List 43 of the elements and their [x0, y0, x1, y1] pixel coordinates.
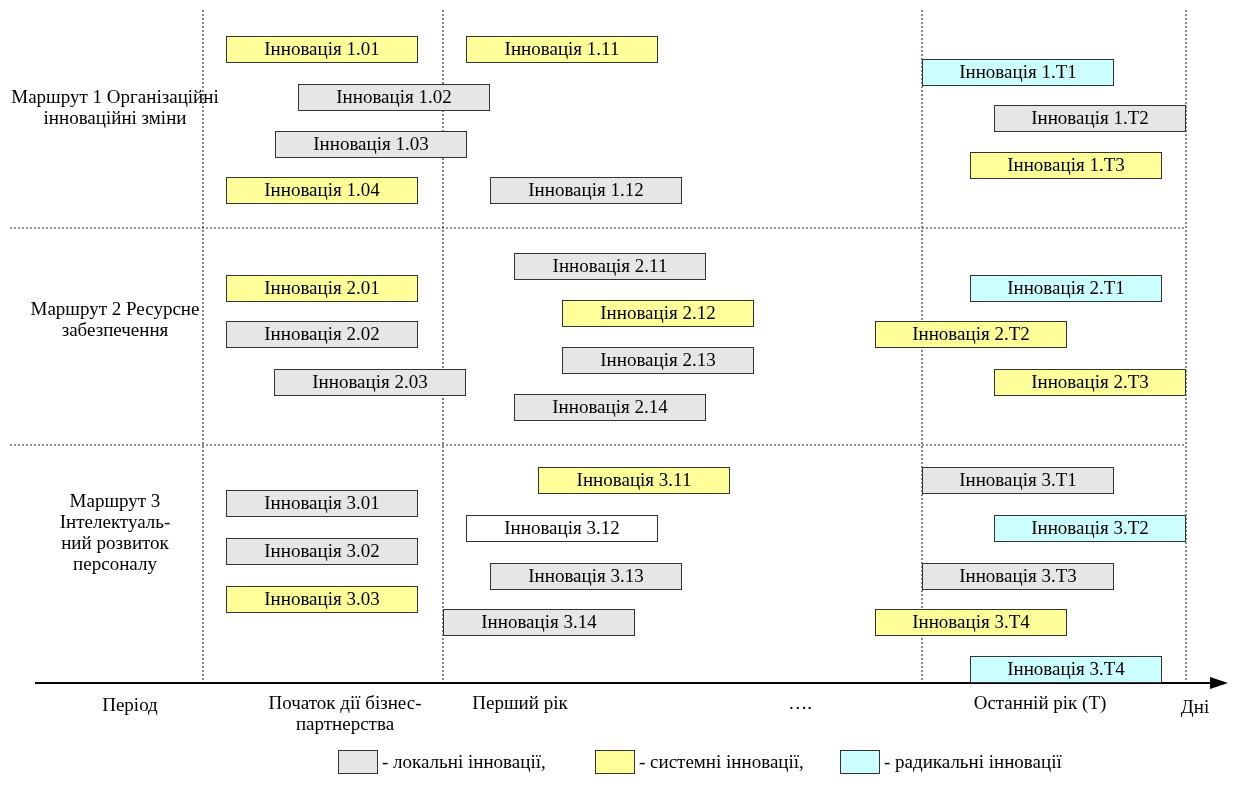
route-label: Маршрут 1 Організаційні інноваційні зміни — [10, 86, 220, 128]
innovation-box: Інновація 2.02 — [226, 321, 418, 348]
innovation-box: Інновація 3.T1 — [922, 467, 1114, 494]
route-label: Маршрут 3 Інтелектуаль-ний розвиток персоналу — [58, 490, 172, 574]
innovation-box: Інновація 2.03 — [274, 369, 466, 396]
axis-label: Дні — [1179, 696, 1211, 717]
innovation-box: Інновація 1.02 — [298, 84, 490, 111]
innovation-box: Інновація 3.T4 — [970, 656, 1162, 683]
innovation-box: Інновація 1.T2 — [994, 105, 1186, 132]
period-label: Початок дії бізнес-партнерства — [267, 692, 423, 734]
innovation-box: Інновація 2.12 — [562, 300, 754, 327]
innovation-box: Інновація 1.11 — [466, 36, 658, 63]
legend-text: - локальні інновації, — [382, 751, 546, 772]
innovation-box: Інновація 3.T4 — [875, 609, 1067, 636]
innovation-box: Інновація 3.13 — [490, 563, 682, 590]
innovation-box: Інновація 2.01 — [226, 275, 418, 302]
innovation-box: Інновація 3.14 — [443, 609, 635, 636]
innovation-box: Інновація 2.13 — [562, 347, 754, 374]
innovation-box: Інновація 1.04 — [226, 177, 418, 204]
legend-text: - системні інновації, — [639, 751, 804, 772]
innovation-box: Інновація 3.11 — [538, 467, 730, 494]
period-label: Перший рік — [471, 692, 569, 713]
legend-text: - радикальні інновації — [884, 751, 1062, 772]
innovation-box: Інновація 2.14 — [514, 394, 706, 421]
innovation-box: Інновація 2.11 — [514, 253, 706, 280]
innovation-box: Інновація 2.T2 — [875, 321, 1067, 348]
innovation-box: Інновація 1.T1 — [922, 59, 1114, 86]
period-label: Останній рік (Т) — [972, 692, 1108, 713]
innovation-box: Інновація 1.03 — [275, 131, 467, 158]
innovation-box: Інновація 3.02 — [226, 538, 418, 565]
innovation-box: Інновація 3.T2 — [994, 515, 1186, 542]
innovation-box: Інновація 3.12 — [466, 515, 658, 542]
innovation-box: Інновація 3.T3 — [922, 563, 1114, 590]
innovation-box: Інновація 2.T3 — [994, 369, 1186, 396]
axis-label: Період — [101, 694, 159, 715]
innovation-box: Інновація 1.T3 — [970, 152, 1162, 179]
innovation-box: Інновація 3.03 — [226, 586, 418, 613]
route-label: Маршрут 2 Ресурсне забезпечення — [29, 298, 201, 340]
innovation-box: Інновація 1.01 — [226, 36, 418, 63]
period-label: …. — [787, 692, 813, 713]
innovation-box: Інновація 2.T1 — [970, 275, 1162, 302]
innovation-box: Інновація 3.01 — [226, 490, 418, 517]
innovation-box: Інновація 1.12 — [490, 177, 682, 204]
